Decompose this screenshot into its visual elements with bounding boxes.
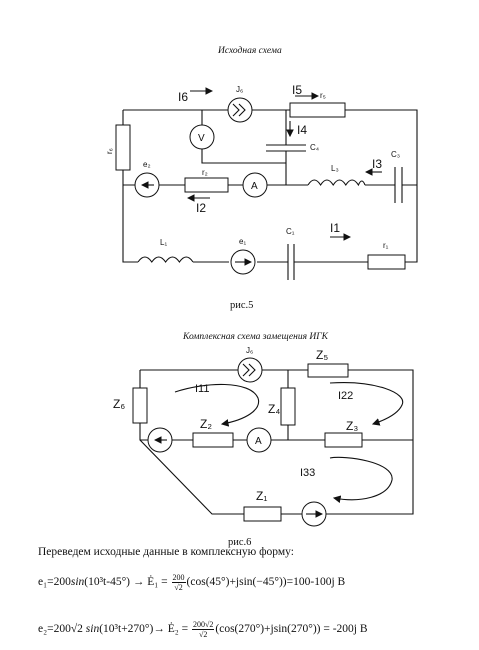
label-a: A bbox=[251, 181, 258, 192]
label-z6: Z₆ bbox=[113, 397, 125, 411]
voltmeter bbox=[189, 124, 215, 150]
label-i5: I5 bbox=[292, 83, 302, 97]
label-i2: I2 bbox=[196, 201, 206, 215]
label-z5: Z₅ bbox=[316, 348, 328, 362]
label-i33: I33 bbox=[300, 467, 315, 479]
impedance-z3 bbox=[324, 432, 363, 448]
impedance-z5 bbox=[307, 363, 349, 378]
impedance-z6 bbox=[132, 387, 148, 424]
fig2-caption: Комплексная схема замещения ИГК bbox=[183, 332, 328, 342]
label-j6: J₆ bbox=[236, 85, 243, 94]
label-z2: Z₂ bbox=[200, 417, 212, 431]
intro-text: Переведем исходные данные в комплексную … bbox=[38, 546, 294, 558]
label-i6: I6 bbox=[178, 90, 188, 104]
resistor-r2 bbox=[184, 177, 229, 193]
label-z4: Z₄ bbox=[268, 402, 280, 416]
equation-e1: e₁=200sin(10³t-45°) → Ė₁ = 200√2(cos(45°… bbox=[38, 573, 346, 592]
label-r2: r₂ bbox=[202, 168, 208, 177]
label-v: V bbox=[198, 133, 205, 144]
label-e1: e₁ bbox=[239, 237, 246, 246]
impedance-z1 bbox=[243, 506, 282, 522]
label-r6: r₆ bbox=[105, 148, 114, 154]
label-l3: L₃ bbox=[331, 164, 339, 173]
fraction-e2: 200√2√2 bbox=[192, 620, 215, 639]
resistor-r5 bbox=[289, 102, 346, 118]
label-i22: I22 bbox=[338, 390, 353, 402]
ammeter bbox=[246, 427, 272, 453]
resistor-r1 bbox=[367, 254, 406, 270]
resistor-r6 bbox=[115, 124, 131, 171]
current-source-j6 bbox=[237, 357, 263, 383]
inductor-l3 bbox=[307, 179, 366, 187]
label-i1: I1 bbox=[330, 221, 340, 235]
fig5-circuit: I6 J₆ I5 r₅ r₆ V I4 C₄ C₃ e₂ r₂ A L₃ I3 … bbox=[105, 83, 418, 280]
label-r5: r₅ bbox=[320, 91, 326, 100]
label-i11: I11 bbox=[195, 383, 209, 395]
current-source-j6 bbox=[227, 97, 253, 123]
label-i3: I3 bbox=[372, 157, 382, 171]
impedance-z2 bbox=[192, 432, 234, 448]
label-z1: Z₁ bbox=[256, 489, 267, 503]
fraction-e1: 200√2 bbox=[171, 573, 186, 592]
inductor-l1 bbox=[137, 256, 194, 263]
fig2-label: рис.6 bbox=[228, 537, 252, 548]
label-l1: L₁ bbox=[160, 238, 167, 247]
equation-e2: e₂=200√2 sin(10³t+270°)→ Ė₂ = 200√2√2(co… bbox=[38, 620, 368, 639]
label-i4: I4 bbox=[297, 123, 307, 137]
label-z3: Z₃ bbox=[346, 419, 358, 433]
fig1-label: рис.5 bbox=[230, 300, 254, 311]
label-c1: C₁ bbox=[286, 227, 295, 236]
ammeter bbox=[242, 172, 268, 198]
label-r1: r₁ bbox=[383, 241, 389, 250]
label-e2: e₂ bbox=[143, 160, 151, 169]
fig1-caption: Исходная схема bbox=[218, 46, 282, 56]
label-a: A bbox=[255, 436, 262, 447]
impedance-z4 bbox=[280, 387, 296, 426]
fig6-circuit: J₆ Z₅ I11 I22 Z₆ Z₄ Z₂ A Z₃ I33 Z₁ bbox=[113, 346, 414, 527]
label-j6: J₆ bbox=[246, 346, 253, 355]
label-c4: C₄ bbox=[310, 143, 319, 152]
label-c3: C₃ bbox=[391, 150, 400, 159]
